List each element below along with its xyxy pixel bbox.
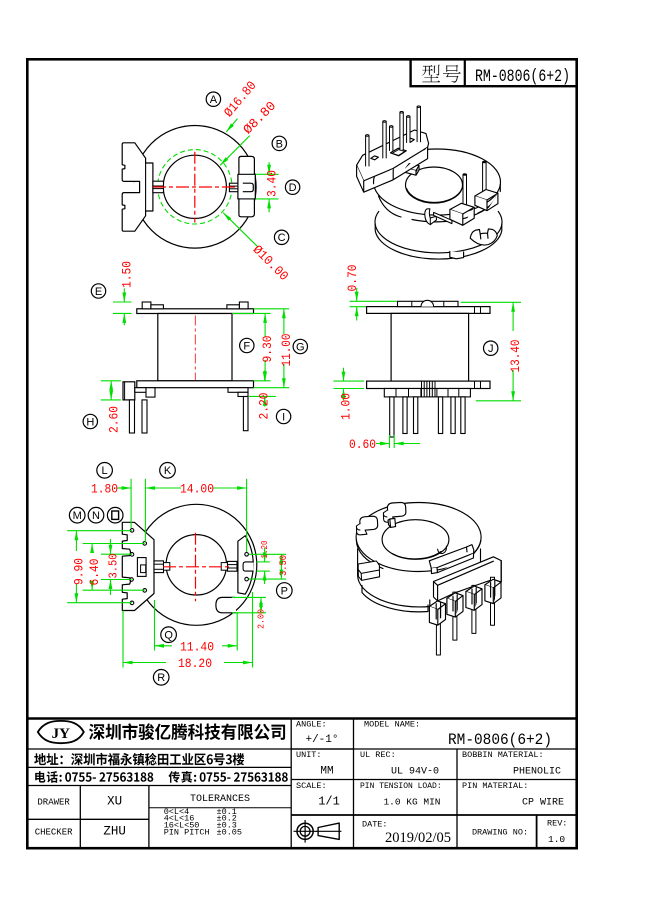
svg-text:A: A bbox=[210, 94, 218, 106]
svg-text:3.50: 3.50 bbox=[279, 555, 290, 576]
svg-text:PHENOLIC: PHENOLIC bbox=[513, 767, 561, 778]
svg-text:±0.1: ±0.1 bbox=[217, 807, 237, 817]
svg-text:1.0 KG MIN: 1.0 KG MIN bbox=[383, 797, 440, 808]
svg-text:ZHU: ZHU bbox=[103, 824, 126, 838]
svg-text:P: P bbox=[281, 585, 288, 597]
svg-text:G: G bbox=[296, 341, 305, 353]
svg-text:1.80: 1.80 bbox=[91, 482, 118, 496]
svg-text:RM-0806(6+2): RM-0806(6+2) bbox=[475, 67, 570, 87]
svg-text:TOLERANCES: TOLERANCES bbox=[190, 794, 250, 805]
svg-text:MM: MM bbox=[320, 766, 333, 778]
svg-text:F: F bbox=[243, 340, 250, 352]
svg-text:D: D bbox=[289, 182, 297, 194]
svg-text:0.70: 0.70 bbox=[346, 265, 360, 292]
svg-text:4<L<16: 4<L<16 bbox=[164, 814, 195, 824]
svg-text:2.00: 2.00 bbox=[256, 609, 267, 629]
svg-text:E: E bbox=[95, 286, 102, 298]
svg-text:14.00: 14.00 bbox=[180, 482, 214, 496]
svg-text:PIN TENSION LOAD:: PIN TENSION LOAD: bbox=[360, 782, 442, 791]
svg-text:K: K bbox=[164, 465, 172, 477]
svg-text:CP WIRE: CP WIRE bbox=[522, 798, 564, 809]
svg-text:UL REC:: UL REC: bbox=[360, 750, 396, 760]
svg-text:BOBBIN MATERIAL:: BOBBIN MATERIAL: bbox=[462, 750, 544, 760]
svg-text:11.00: 11.00 bbox=[280, 334, 294, 367]
svg-text:±0.3: ±0.3 bbox=[217, 821, 237, 831]
svg-text:+/-1°: +/-1° bbox=[305, 734, 338, 746]
svg-text:DATE:: DATE: bbox=[362, 820, 388, 830]
svg-text:2019/02/05: 2019/02/05 bbox=[385, 830, 451, 846]
svg-text:2.60: 2.60 bbox=[108, 406, 122, 433]
svg-text:1.20: 1.20 bbox=[260, 541, 270, 559]
svg-text:9.90: 9.90 bbox=[72, 558, 86, 585]
svg-text:1.50: 1.50 bbox=[121, 261, 135, 288]
svg-text:MODEL NAME:: MODEL NAME: bbox=[364, 720, 420, 730]
svg-text:3.50: 3.50 bbox=[107, 553, 120, 578]
svg-text:DRAWING NO:: DRAWING NO: bbox=[472, 828, 528, 838]
svg-text:PIN PITCH: PIN PITCH bbox=[164, 828, 210, 838]
svg-text:DRAWER: DRAWER bbox=[37, 797, 70, 807]
svg-text:2.20: 2.20 bbox=[258, 393, 272, 420]
svg-text:6.40: 6.40 bbox=[88, 559, 102, 586]
svg-text:R: R bbox=[157, 672, 165, 684]
svg-text:L: L bbox=[102, 465, 108, 477]
svg-text:1/1: 1/1 bbox=[318, 795, 340, 809]
svg-text:9.30: 9.30 bbox=[261, 336, 275, 363]
svg-text:Q: Q bbox=[164, 630, 173, 642]
svg-text:SCALE:: SCALE: bbox=[296, 781, 327, 791]
svg-text:0<L<4: 0<L<4 bbox=[164, 807, 190, 817]
svg-text:11.40: 11.40 bbox=[180, 641, 214, 655]
svg-text:REV:: REV: bbox=[547, 819, 567, 829]
svg-text:H: H bbox=[86, 416, 94, 428]
svg-text:M: M bbox=[73, 510, 82, 522]
svg-text:RM-0806(6+2): RM-0806(6+2) bbox=[448, 731, 552, 749]
svg-text:1.0: 1.0 bbox=[548, 834, 565, 845]
svg-text:N: N bbox=[92, 510, 100, 522]
svg-text:UNIT:: UNIT: bbox=[296, 750, 322, 760]
svg-text:JY: JY bbox=[52, 726, 71, 742]
svg-text:XU: XU bbox=[107, 794, 122, 808]
svg-text:±0.2: ±0.2 bbox=[217, 814, 237, 824]
svg-text:PIN MATERIAL:: PIN MATERIAL: bbox=[462, 781, 528, 791]
svg-text:J: J bbox=[488, 343, 494, 355]
svg-text:0.60: 0.60 bbox=[349, 438, 376, 452]
svg-text:±0.05: ±0.05 bbox=[217, 828, 243, 838]
svg-text:B: B bbox=[276, 138, 283, 150]
svg-text:CHECKER: CHECKER bbox=[35, 827, 73, 837]
svg-text:16<L<50: 16<L<50 bbox=[164, 821, 200, 831]
svg-text:ANGLE:: ANGLE: bbox=[296, 720, 327, 730]
svg-text:18.20: 18.20 bbox=[178, 657, 212, 671]
svg-text:3.40: 3.40 bbox=[266, 170, 280, 197]
svg-text:1.00: 1.00 bbox=[340, 393, 354, 420]
svg-text:13.40: 13.40 bbox=[509, 340, 523, 373]
svg-text:C: C bbox=[278, 232, 286, 244]
svg-text:I: I bbox=[282, 411, 285, 423]
svg-text:UL 94V-0: UL 94V-0 bbox=[391, 767, 439, 778]
